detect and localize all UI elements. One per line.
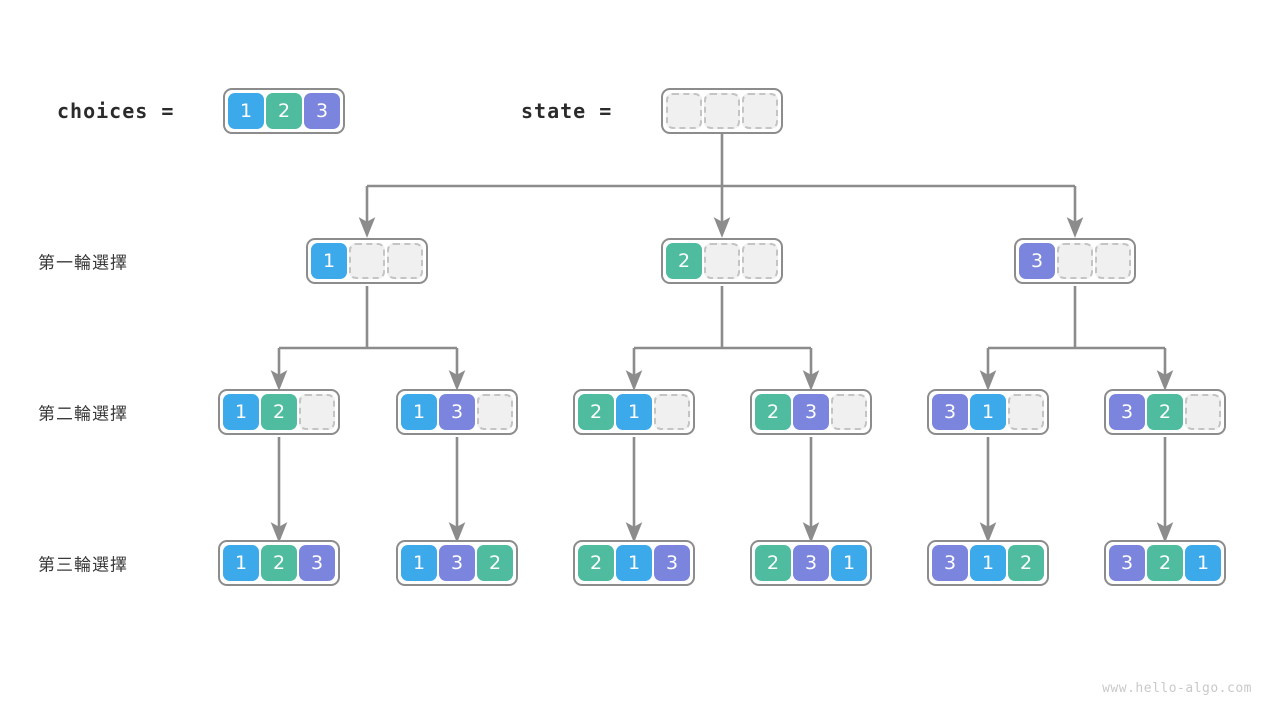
- row-label-level3: 第三輪選擇: [38, 555, 128, 576]
- state-cell-0: [666, 93, 702, 129]
- state-cell-1: [704, 93, 740, 129]
- state-label: state =: [521, 99, 613, 123]
- state-cell-2: [742, 93, 778, 129]
- level3-1-cell-2: 2: [477, 545, 513, 581]
- level2-1-cell-1: 3: [439, 394, 475, 430]
- level2-1-cell-0: 1: [401, 394, 437, 430]
- level3-5-cell-2: 1: [1185, 545, 1221, 581]
- level2-3-cell-0: 2: [755, 394, 791, 430]
- state-array: [661, 88, 783, 134]
- level1-2-cell-0: 3: [1019, 243, 1055, 279]
- choices-label: choices =: [57, 99, 175, 123]
- level3-5-cell-0: 3: [1109, 545, 1145, 581]
- level2-2-cell-1: 1: [616, 394, 652, 430]
- level1-2-cell-1: [1057, 243, 1093, 279]
- state-array-level1-1: 2: [661, 238, 783, 284]
- choices-cell-1: 2: [266, 93, 302, 129]
- level3-3-cell-0: 2: [755, 545, 791, 581]
- watermark: www.hello-algo.com: [1102, 681, 1252, 696]
- level1-0-cell-0: 1: [311, 243, 347, 279]
- state-array-level1-0: 1: [306, 238, 428, 284]
- level2-1-cell-2: [477, 394, 513, 430]
- level3-2-cell-2: 3: [654, 545, 690, 581]
- level2-2-cell-2: [654, 394, 690, 430]
- level3-1-cell-0: 1: [401, 545, 437, 581]
- state-array-level1-2: 3: [1014, 238, 1136, 284]
- level1-0-cell-2: [387, 243, 423, 279]
- level2-0-cell-2: [299, 394, 335, 430]
- level3-4-cell-2: 2: [1008, 545, 1044, 581]
- choices-cell-2: 3: [304, 93, 340, 129]
- level3-3-cell-2: 1: [831, 545, 867, 581]
- level3-3-cell-1: 3: [793, 545, 829, 581]
- level1-1-cell-1: [704, 243, 740, 279]
- level3-5-cell-1: 2: [1147, 545, 1183, 581]
- row-label-level1: 第一輪選擇: [38, 253, 128, 274]
- level3-0-cell-1: 2: [261, 545, 297, 581]
- level2-4-cell-0: 3: [932, 394, 968, 430]
- level3-0-cell-2: 3: [299, 545, 335, 581]
- choices-cell-0: 1: [228, 93, 264, 129]
- level2-4-cell-2: [1008, 394, 1044, 430]
- level2-2-cell-0: 2: [578, 394, 614, 430]
- level2-5-cell-2: [1185, 394, 1221, 430]
- level1-2-cell-2: [1095, 243, 1131, 279]
- level2-4-cell-1: 1: [970, 394, 1006, 430]
- level2-3-cell-1: 3: [793, 394, 829, 430]
- row-label-level2: 第二輪選擇: [38, 404, 128, 425]
- level3-2-cell-1: 1: [616, 545, 652, 581]
- level2-5-cell-1: 2: [1147, 394, 1183, 430]
- level2-3-cell-2: [831, 394, 867, 430]
- level2-0-cell-0: 1: [223, 394, 259, 430]
- level2-0-cell-1: 2: [261, 394, 297, 430]
- level1-1-cell-0: 2: [666, 243, 702, 279]
- level3-4-cell-0: 3: [932, 545, 968, 581]
- level3-4-cell-1: 1: [970, 545, 1006, 581]
- level1-0-cell-1: [349, 243, 385, 279]
- level1-1-cell-2: [742, 243, 778, 279]
- level3-2-cell-0: 2: [578, 545, 614, 581]
- level3-1-cell-1: 3: [439, 545, 475, 581]
- level3-0-cell-0: 1: [223, 545, 259, 581]
- level2-5-cell-0: 3: [1109, 394, 1145, 430]
